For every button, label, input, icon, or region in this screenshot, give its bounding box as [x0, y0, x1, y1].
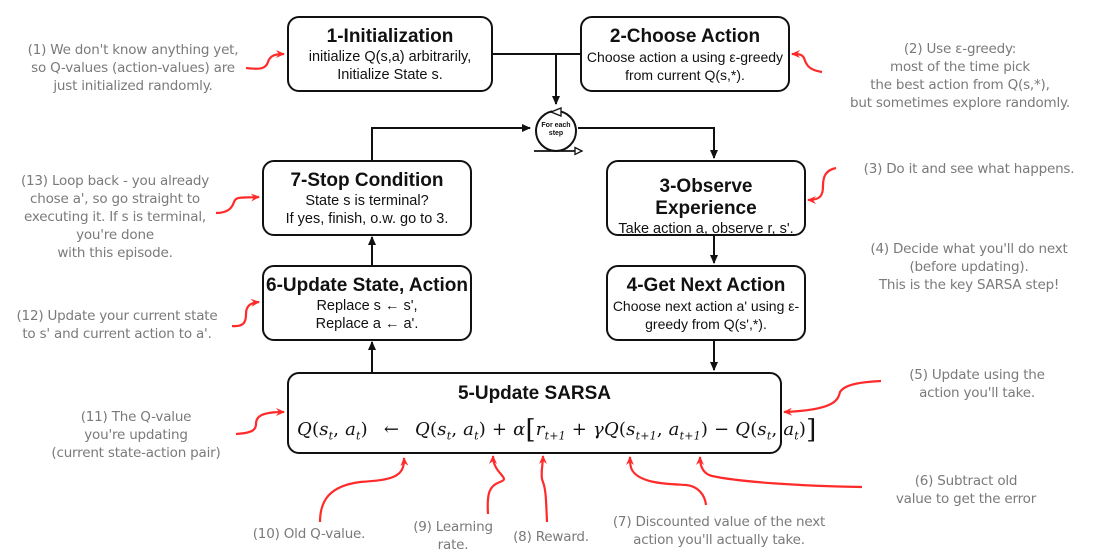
annotation-line: value to get the error: [895, 491, 1037, 507]
formula-rhs: Q(st, at) + α[rt+1 + γQ(st+1, at+1) − Q(…: [415, 415, 817, 445]
connector-loop-to-box3: [578, 127, 718, 159]
annotation-line: (before updating).: [909, 259, 1029, 275]
annotation-line: (7) Discounted value of the next: [612, 514, 826, 530]
step-5-update-sarsa: 5-Update SARSA Q(st, at) ← Q(st, at) + α…: [287, 372, 816, 454]
annotation-9: (9) Learning rate.: [400, 518, 506, 554]
annotation-line: (12) Update your current state: [16, 308, 218, 324]
annotation-line: you're done: [76, 227, 154, 243]
step-1-initialization: 1-Initialization initialize Q(s,a) arbit…: [287, 16, 493, 92]
arrow-n8: [538, 455, 549, 523]
step-line: Choose action a using ε-greedy: [586, 49, 784, 65]
step-line: Initialize State s.: [337, 67, 443, 83]
annotation-line: (1) We don't know anything yet,: [27, 42, 239, 58]
annotation-line: (6) Subtract old: [914, 473, 1018, 489]
step-line: Replace a ← a'.: [315, 316, 419, 332]
arrow-n1: [245, 50, 285, 70]
step-title: 3-Observe Experience: [655, 176, 757, 219]
arrow-n11: [235, 408, 285, 436]
annotation-arrows: [216, 54, 881, 522]
annotation-line: (2) Use ε-greedy:: [903, 41, 1017, 57]
loop-label-line1: For each: [541, 122, 571, 129]
annotation-line: executing it. If s is terminal,: [24, 209, 206, 225]
annotation-6: (6) Subtract old value to get the error: [866, 472, 1066, 508]
step-line: State s is terminal?: [305, 193, 429, 209]
annotation-line: (4) Decide what you'll do next: [870, 241, 1068, 257]
arrow-n5: [783, 379, 882, 416]
step-title: 7-Stop Condition: [290, 170, 444, 191]
arrow-n10: [318, 457, 409, 523]
step-2-choose-action: 2-Choose Action Choose action a using ε-…: [580, 16, 790, 92]
annotation-line: (8) Reward.: [513, 529, 589, 545]
annotation-7: (7) Discounted value of the next action …: [594, 513, 844, 549]
annotation-line: most of the time pick: [890, 59, 1030, 75]
annotation-line: (9) Learning: [413, 519, 493, 535]
step-7-stop-condition: 7-Stop Condition State s is terminal? If…: [262, 160, 472, 236]
annotation-line: just initialized randomly.: [53, 78, 213, 94]
annotation-3: (3) Do it and see what happens.: [838, 160, 1100, 178]
annotation-line: but sometimes explore randomly.: [849, 95, 1071, 111]
annotation-10: (10) Old Q-value.: [234, 525, 384, 543]
arrow-n3: [807, 166, 837, 204]
arrow-n7: [626, 456, 708, 506]
annotation-line: (13) Loop back - you already: [20, 173, 210, 189]
formula-lhs: Q(st, at): [297, 419, 368, 443]
step-title: 4-Get Next Action: [626, 275, 786, 296]
annotation-line: (11) The Q-value: [80, 409, 192, 425]
flow-connectors: [368, 53, 718, 372]
arrow-n2: [791, 50, 823, 74]
annotation-line: This is the key SARSA step!: [878, 277, 1060, 293]
arrow-n6: [696, 456, 863, 489]
annotation-line: (current state-action pair): [51, 445, 221, 461]
annotation-5: (5) Update using the action you'll take.: [884, 366, 1070, 402]
arrow-n9: [486, 455, 506, 515]
step-line: greedy from Q(s',*).: [645, 316, 767, 332]
step-6-update-state-action: 6-Update State, Action Replace s ← s', R…: [262, 265, 472, 341]
loop-label: For each step: [540, 122, 572, 138]
annotation-line: chose a', so go straight to: [30, 191, 200, 207]
annotation-12: (12) Update your current state to s' and…: [2, 307, 232, 343]
annotation-line: you're updating: [84, 427, 188, 443]
step-title: 1-Initialization: [326, 26, 454, 47]
step-line: Replace s ← s',: [316, 298, 418, 314]
annotation-line: so Q-values (action-values) are: [31, 60, 235, 76]
step-line: If yes, finish, o.w. go to 3.: [285, 211, 449, 227]
step-title: 5-Update SARSA: [457, 383, 612, 404]
step-line: initialize Q(s,a) arbitrarily,: [308, 49, 472, 65]
annotation-line: action you'll actually take.: [633, 532, 805, 548]
step-title: 6-Update State, Action: [266, 275, 468, 296]
step-3-observe-experience: 3-Observe Experience Take action a, obse…: [606, 160, 806, 237]
step-line: Choose next action a' using ε-: [612, 298, 800, 314]
connector-box7-to-loop: [371, 124, 531, 160]
annotation-13: (13) Loop back - you already chose a', s…: [4, 172, 226, 262]
arrow-n12: [231, 298, 260, 328]
for-each-step-loop-icon: [534, 107, 584, 156]
arrow-n13: [215, 193, 260, 215]
annotation-line: to s' and current action to a'.: [22, 326, 212, 342]
annotation-4: (4) Decide what you'll do next (before u…: [838, 240, 1100, 294]
annotation-line: rate.: [437, 537, 469, 553]
step-line: from current Q(s,*).: [625, 67, 745, 83]
annotation-line: action you'll take.: [919, 385, 1035, 401]
annotation-8: (8) Reward.: [506, 528, 596, 546]
annotation-line: with this episode.: [57, 245, 173, 261]
formula-assign-arrow: ←: [383, 419, 400, 440]
annotation-line: (10) Old Q-value.: [252, 526, 366, 542]
annotation-line: (3) Do it and see what happens.: [863, 161, 1075, 177]
step-4-get-next-action: 4-Get Next Action Choose next action a' …: [606, 265, 806, 341]
loop-label-line2: step: [548, 130, 564, 137]
sarsa-update-formula: Q(st, at) ← Q(st, at) + α[rt+1 + γQ(st+1…: [297, 412, 817, 445]
annotation-2: (2) Use ε-greedy: most of the time pick …: [826, 40, 1094, 112]
annotation-1: (1) We don't know anything yet, so Q-val…: [20, 41, 246, 95]
step-line: Take action a, observe r, s'.: [618, 221, 794, 237]
step-title: 2-Choose Action: [609, 26, 761, 47]
annotation-line: (5) Update using the: [909, 367, 1045, 383]
annotation-line: the best action from Q(s,*),: [870, 77, 1050, 93]
annotation-11: (11) The Q-value you're updating (curren…: [36, 408, 236, 462]
